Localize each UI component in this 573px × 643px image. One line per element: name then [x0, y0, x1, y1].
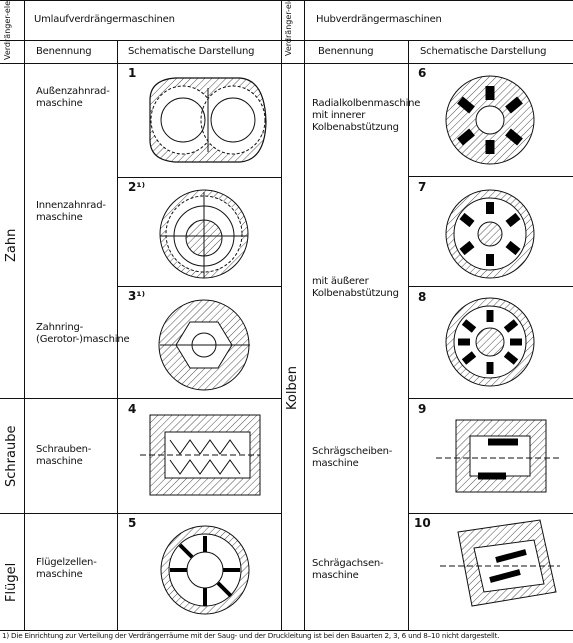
row-rule-3 [0, 398, 281, 399]
row-4-number: 4 [128, 402, 137, 416]
row-1-number: 1 [128, 66, 137, 80]
right-name-col-rule [408, 40, 409, 630]
fig-swash-plate [436, 419, 560, 493]
fig-gerotor [158, 299, 250, 391]
row-2-number: 2¹⁾ [128, 180, 146, 194]
row-5-number: 5 [128, 516, 137, 530]
name-radial-inner: Radialkolbenmaschine mit innerer Kolbena… [312, 98, 421, 133]
left-col-schema-header: Schematische Darstellung [128, 46, 255, 57]
left-element-col-rule [24, 0, 25, 630]
row-3-number: 3¹⁾ [128, 289, 146, 303]
row-10-number: 10 [414, 516, 431, 530]
row-4-name: Schrauben-maschine [36, 444, 92, 467]
row-7-number: 7 [418, 180, 427, 194]
right-col-schema-header: Schematische Darstellung [420, 46, 547, 57]
right-col-name-header: Benennung [318, 46, 374, 57]
top-rule [0, 0, 573, 1]
fig-bent-axis [440, 519, 560, 607]
right-group-header: Hubverdrängermaschinen [316, 14, 442, 25]
row-6-number: 6 [418, 66, 427, 80]
fig-external-gear [149, 77, 267, 163]
row-1-name: Außenzahnrad-maschine [36, 86, 110, 109]
fig-internal-gear [159, 189, 249, 279]
fig-radial-outer-b [445, 297, 535, 387]
right-element-col-rule [304, 0, 305, 630]
name-swash: Schrägscheiben-maschine [312, 446, 393, 469]
fig-radial-outer-a [445, 189, 535, 279]
bottom-rule [0, 630, 573, 631]
name-bent: Schrägachsen-maschine [312, 558, 384, 581]
row-5-name: Flügelzellen-maschine [36, 557, 97, 580]
fig-radial-inner [445, 75, 535, 165]
left-name-col-rule [117, 40, 118, 630]
row-3-name: Zahnring-(Gerotor-)maschine [36, 322, 130, 345]
row-rule-r4 [408, 513, 573, 514]
left-group-header: Umlaufverdrängermaschinen [34, 14, 175, 25]
row-rule-r2 [408, 286, 573, 287]
left-col-name-header: Benennung [36, 46, 92, 57]
row-rule-r1 [408, 176, 573, 177]
row-rule-2 [117, 286, 281, 287]
row-rule-4 [0, 513, 281, 514]
footnote: 1) Die Einrichtung zur Verteilung der Ve… [2, 631, 500, 640]
row-rule-1 [117, 177, 281, 178]
row-rule-r3 [408, 398, 573, 399]
fig-vane [160, 525, 250, 615]
header-rule-2 [0, 63, 573, 64]
center-divider [281, 0, 282, 630]
fig-screw [140, 414, 261, 496]
row-2-name: Innenzahnrad-maschine [36, 200, 106, 223]
row-8-number: 8 [418, 290, 427, 304]
name-radial-outer: mit äußerer Kolbenabstützung [312, 276, 399, 299]
header-rule-1 [0, 40, 573, 41]
row-9-number: 9 [418, 402, 427, 416]
